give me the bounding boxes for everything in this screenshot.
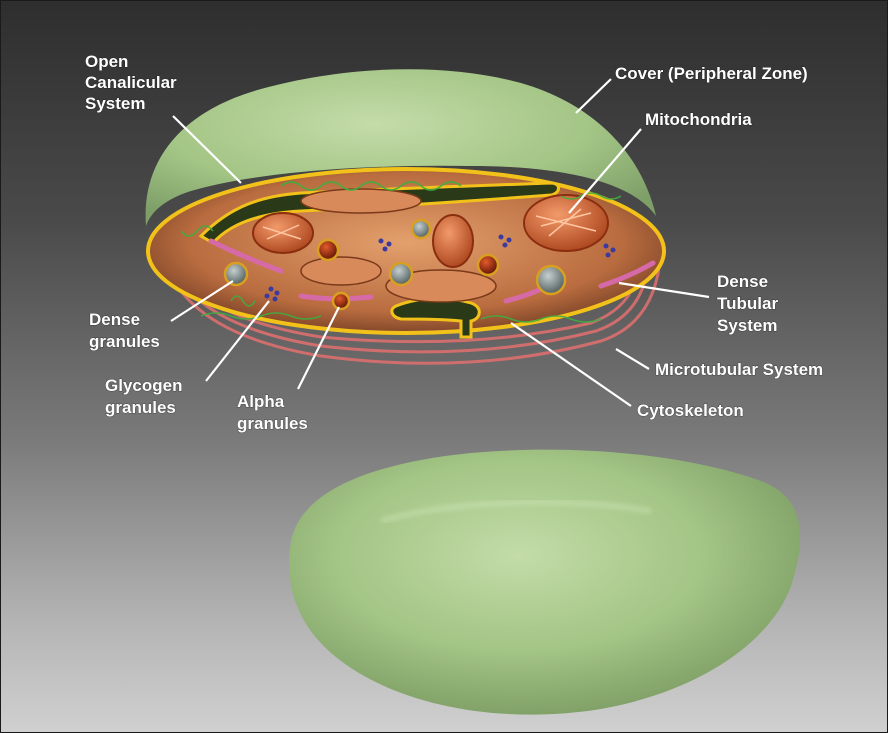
label-open-canalicular-line2: Canalicular	[85, 73, 177, 92]
label-dense-tubular-line2: Tubular	[717, 294, 778, 313]
label-dense-granules-line1: Dense	[89, 310, 140, 329]
label-open-canalicular-line3: System	[85, 94, 145, 113]
label-microtubular-system: Microtubular System	[655, 360, 823, 379]
label-glycogen-line1: Glycogen	[105, 376, 182, 395]
label-dense-granules-line2: granules	[89, 332, 160, 351]
label-alpha-line2: granules	[237, 414, 308, 433]
label-open-canalicular-line1: Open	[85, 52, 128, 71]
label-glycogen-line2: granules	[105, 398, 176, 417]
label-cytoskeleton: Cytoskeleton	[637, 401, 744, 420]
label-alpha-line1: Alpha	[237, 392, 285, 411]
label-cover-peripheral-zone: Cover (Peripheral Zone)	[615, 64, 808, 83]
label-mitochondria: Mitochondria	[645, 110, 752, 129]
label-dense-tubular-line1: Dense	[717, 272, 768, 291]
platelet-bottom-half	[289, 450, 800, 715]
label-dense-tubular-line3: System	[717, 316, 777, 335]
